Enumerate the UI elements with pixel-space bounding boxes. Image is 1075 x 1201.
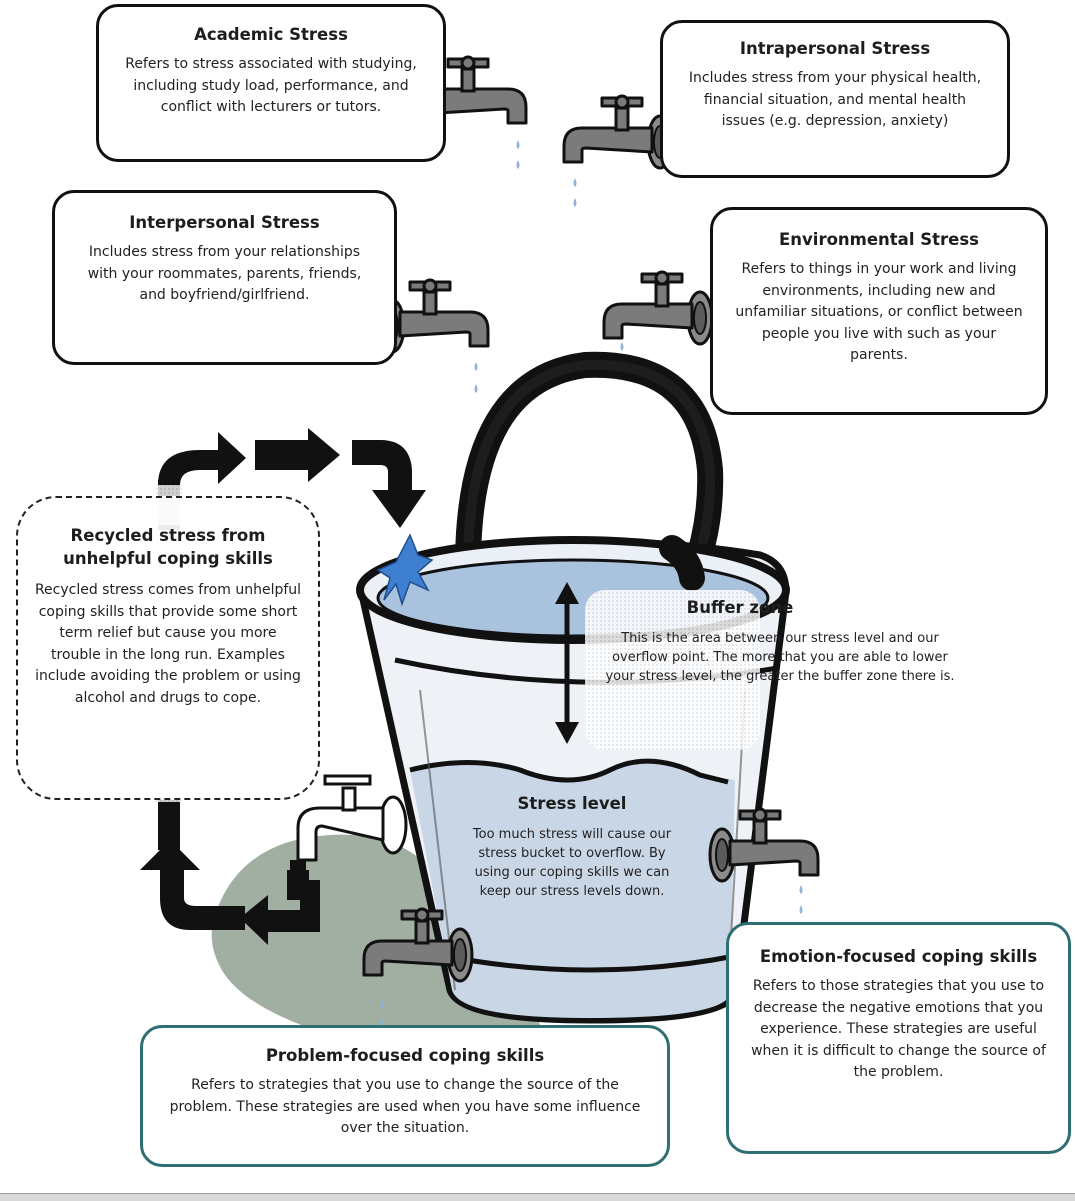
double-arrow-icon (555, 582, 579, 744)
buffer-zone-screen (585, 590, 760, 750)
problem-focused-box: Problem-focused coping skills Refers to … (140, 1025, 670, 1167)
splash-icon (376, 533, 434, 607)
emotion-focused-title: Emotion-focused coping skills (759, 947, 1038, 966)
recycled-stress-box: Recycled stress from unhelpful coping sk… (16, 496, 320, 800)
intrapersonal-stress-title: Intrapersonal Stress (739, 39, 931, 58)
academic-stress-text: Refers to stress associated with studyin… (125, 56, 417, 115)
problem-focused-text: Refers to strategies that you use to cha… (169, 1077, 641, 1136)
tap-icon (287, 774, 408, 900)
academic-stress-title: Academic Stress (194, 25, 348, 44)
interpersonal-stress-title: Interpersonal Stress (129, 213, 320, 232)
emotion-focused-text: Refers to those strategies that you use … (751, 978, 1046, 1080)
stress-level-text: Too much stress will cause our stress bu… (472, 827, 672, 899)
intrapersonal-stress-box: Intrapersonal Stress Includes stress fro… (660, 20, 1010, 178)
recycled-stress-title: Recycled stress from unhelpful coping sk… (63, 526, 273, 568)
water-body (410, 761, 735, 1018)
stress-level-label: Stress level Too much stress will cause … (462, 794, 682, 901)
buffer-zone-text: This is the area between our stress leve… (605, 631, 955, 684)
intrapersonal-stress-text: Includes stress from your physical healt… (688, 70, 982, 129)
bottom-bar (0, 1193, 1075, 1201)
buffer-zone-label: Buffer zone This is the area between our… (605, 598, 955, 686)
problem-focused-title: Problem-focused coping skills (265, 1046, 545, 1065)
buffer-zone-title: Buffer zone (686, 598, 794, 617)
interpersonal-stress-box: Interpersonal Stress Includes stress fro… (52, 190, 397, 365)
environmental-stress-title: Environmental Stress (779, 230, 979, 249)
emotion-focused-box: Emotion-focused coping skills Refers to … (726, 922, 1071, 1154)
environmental-stress-box: Environmental Stress Refers to things in… (710, 207, 1048, 415)
stress-level-title: Stress level (517, 794, 627, 813)
environmental-stress-text: Refers to things in your work and living… (735, 261, 1023, 363)
recycled-stress-text: Recycled stress comes from unhelpful cop… (34, 582, 302, 706)
academic-stress-box: Academic Stress Refers to stress associa… (96, 4, 446, 162)
interpersonal-stress-text: Includes stress from your relationships … (87, 244, 362, 303)
